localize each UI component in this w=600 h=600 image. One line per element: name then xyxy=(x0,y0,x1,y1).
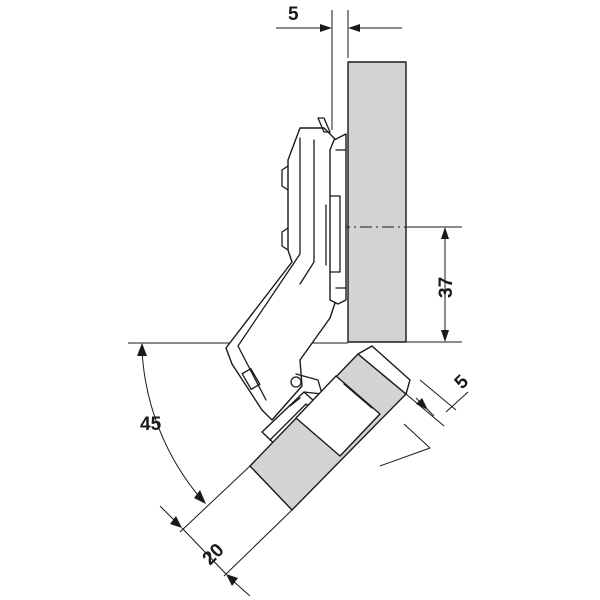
door-thickness-label: 20 xyxy=(199,540,229,570)
top-gap-dimension: 5 xyxy=(276,4,402,130)
cabinet-side-panel xyxy=(347,61,407,343)
door-panel xyxy=(249,345,411,511)
hole-offset-label: 37 xyxy=(436,277,457,298)
top-gap-label: 5 xyxy=(288,4,299,25)
diagonal-gap-label: 5 xyxy=(451,371,474,394)
hole-offset-dimension: 37 xyxy=(406,226,462,343)
mounting-plate xyxy=(325,133,347,305)
angle-label: 45 xyxy=(140,414,162,435)
angle-dimension: 45 xyxy=(137,343,206,504)
hinge-arm xyxy=(225,117,337,421)
